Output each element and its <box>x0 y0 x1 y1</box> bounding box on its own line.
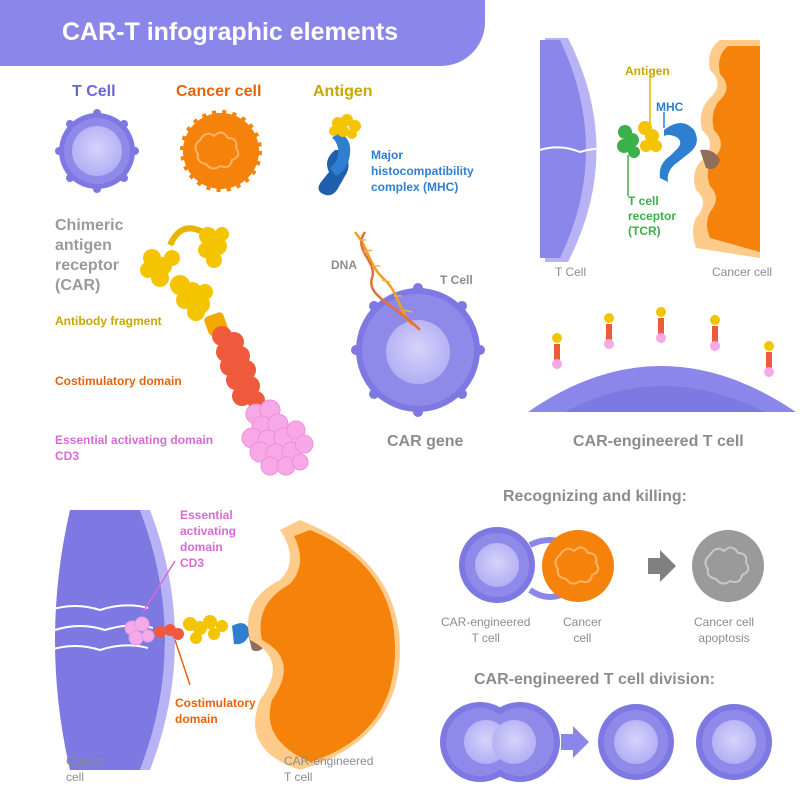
car-structure <box>140 225 314 476</box>
recognizing-car-t-label: CAR-engineered T cell <box>441 615 531 645</box>
tcr-t-cell-label: T Cell <box>555 265 587 279</box>
recognizing-cancer-label: Cancer cell <box>563 615 602 645</box>
car-engineered-dome <box>528 307 796 412</box>
activating-domain-label: Essential activating domain CD3 <box>55 433 214 463</box>
cancer-cell-label: Cancer cell <box>176 83 262 100</box>
antibody-fragment-label: Antibody fragment <box>55 314 162 328</box>
recognizing-graphic <box>459 527 764 603</box>
bottom-cd3-label: Essential activating domain CD3 <box>180 508 237 570</box>
car-engineered-caption: CAR-engineered T cell <box>573 433 744 450</box>
recognizing-heading: Recognizing and killing: <box>503 488 687 505</box>
apoptosis-label: Cancer cell apoptosis <box>694 615 755 645</box>
car-gene-caption: CAR gene <box>387 433 464 450</box>
antigen-label: Antigen <box>313 83 373 100</box>
gene-t-cell-label: T Cell <box>440 273 473 287</box>
tcr-cancer-cell-label: Cancer cell <box>712 265 773 279</box>
title-banner <box>0 0 485 66</box>
tcr-antigen-label: Antigen <box>625 64 670 78</box>
mhc-label: Major histocompatibility complex (MHC) <box>371 148 474 194</box>
tcr-panel <box>539 38 760 262</box>
t-cell-label: T Cell <box>72 83 116 100</box>
tcr-mhc-label: MHC <box>656 100 684 114</box>
division-graphic <box>440 702 772 782</box>
division-heading: CAR-engineered T cell division: <box>474 671 715 688</box>
bottom-left-interaction <box>49 510 400 770</box>
tcr-label: T cell receptor (TCR) <box>628 194 677 238</box>
car-heading: Chimeric antigen receptor (CAR) <box>55 217 124 294</box>
bottom-left-cell-label: Cancer cell <box>66 754 105 784</box>
bottom-right-cell-label: CAR-engineered T cell <box>284 754 374 784</box>
t-cell-icon <box>55 109 139 193</box>
page-title: CAR-T infographic elements <box>62 18 399 46</box>
costimulatory-domain-label: Costimulatory domain <box>55 374 182 388</box>
cancer-cell-icon <box>180 110 262 192</box>
bottom-costim-label: Costimulatory domain <box>175 696 256 726</box>
dna-label: DNA <box>331 258 357 272</box>
car-gene-cell <box>351 231 485 417</box>
antigen-mhc-icon <box>318 114 361 196</box>
